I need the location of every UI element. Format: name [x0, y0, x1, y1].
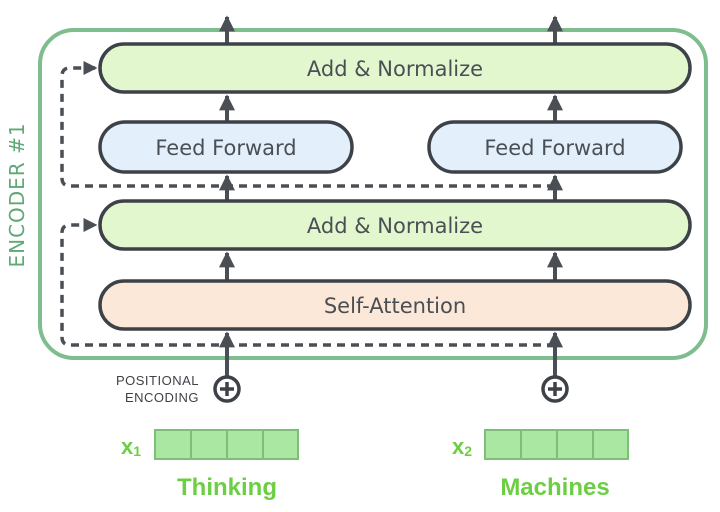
plus-circle-icon — [213, 375, 241, 403]
positional-label-line1: POSITIONAL — [116, 373, 199, 388]
input-word-1: Thinking — [177, 474, 277, 501]
add-normalize-top: Add & Normalize — [98, 42, 692, 94]
input-var-2: x2 — [452, 434, 472, 459]
self-attention: Self-Attention — [98, 279, 692, 331]
encoder-label: ENCODER #1 — [5, 122, 29, 267]
input-var-1: x1 — [121, 434, 141, 459]
add-normalize-bottom-label: Add & Normalize — [307, 214, 483, 238]
input-vector-2: x2 — [452, 429, 629, 460]
residual-connection-top — [60, 61, 555, 188]
residual-connection-bottom — [60, 218, 555, 347]
input-vector-1: x1 — [121, 429, 299, 460]
feed-forward-left: Feed Forward — [98, 120, 354, 174]
encoder-container — [38, 28, 708, 360]
add-normalize-bottom: Add & Normalize — [98, 199, 692, 251]
add-normalize-top-label: Add & Normalize — [307, 57, 483, 81]
input-word-2: Machines — [500, 474, 609, 501]
self-attention-label: Self-Attention — [324, 294, 466, 318]
feed-forward-right: Feed Forward — [427, 120, 683, 174]
plus-circle-icon — [541, 375, 569, 403]
feed-forward-left-label: Feed Forward — [155, 136, 296, 160]
feed-forward-right-label: Feed Forward — [484, 136, 625, 160]
positional-label-line2: ENCODING — [125, 390, 199, 405]
